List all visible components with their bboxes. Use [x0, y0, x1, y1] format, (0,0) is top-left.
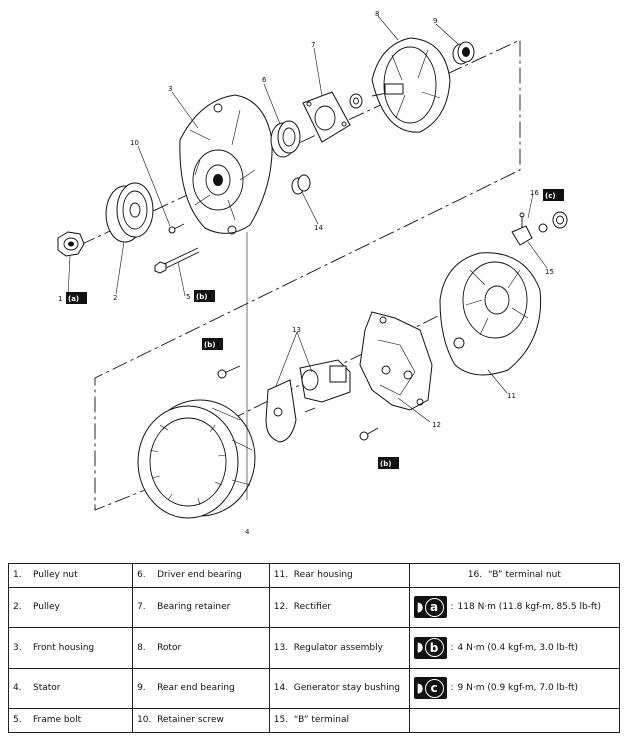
- torque-spec-c: ◗c:9 N·m (0.9 kgf-m, 7.0 lb-ft): [408, 667, 621, 710]
- legend-cell: 3.Front housing: [7, 627, 134, 669]
- parts-legend-table: 1.Pulley nut 6.Driver end bearing 11.Rea…: [7, 563, 621, 733]
- torque-tag-b-frame-bolt: (b): [194, 290, 215, 302]
- callout-9: 9: [433, 17, 437, 25]
- rectifier: [359, 311, 433, 411]
- legend-cell: 1.Pulley nut: [7, 563, 134, 588]
- legend-row: 1.Pulley nut 6.Driver end bearing 11.Rea…: [7, 563, 621, 588]
- callout-2: 2: [113, 294, 117, 302]
- generator-stay-bushing: [291, 174, 311, 195]
- svg-text:(b): (b): [204, 341, 215, 349]
- driver-end-bearing: [270, 120, 301, 158]
- legend-row: 3.Front housing 8.Rotor 13.Regulator ass…: [7, 627, 621, 669]
- legend-cell: 11.Rear housing: [268, 563, 410, 588]
- rotor: [371, 37, 451, 133]
- callout-16: 16: [530, 189, 539, 197]
- callout-7: 7: [311, 41, 315, 49]
- callout-12: 12: [432, 421, 441, 429]
- legend-cell: 5.Frame bolt: [7, 708, 134, 733]
- assembly-axis-line: [79, 39, 521, 511]
- legend-row: 4.Stator 9.Rear end bearing 14.Generator…: [7, 667, 621, 710]
- torque-tag-b-regulator-screw: (b): [202, 338, 223, 350]
- torque-tag-a: (a): [66, 292, 87, 304]
- torque-spec-b: ◗b:4 N·m (0.4 kgf-m, 3.0 lb-ft): [408, 627, 621, 669]
- legend-cell: 6.Driver end bearing: [132, 563, 270, 588]
- callout-6: 6: [262, 76, 267, 84]
- callout-8: 8: [375, 10, 379, 18]
- torque-tag-c: (c): [543, 189, 564, 201]
- bearing-retainer: [302, 91, 351, 143]
- legend-row: 2.Pulley 7.Bearing retainer 12.Rectifier…: [7, 586, 621, 629]
- torque-spec-a: ◗a:118 N·m (11.8 kgf-m, 85.5 lb-ft): [408, 586, 621, 629]
- legend-cell: 10.Retainer screw: [132, 708, 270, 733]
- exploded-view-diagram: 1 2 3 4 5 6 7 8 9 10 11 12 13 14 15 16 (…: [57, 10, 568, 536]
- retainer-screw: [168, 223, 185, 234]
- legend-cell: 14.Generator stay bushing: [268, 667, 410, 710]
- callout-4: 4: [245, 528, 250, 536]
- rear-housing: [439, 252, 542, 376]
- legend-cell: 15.“B” terminal: [268, 708, 410, 733]
- leader-lines: [67, 15, 548, 500]
- front-housing: [179, 94, 273, 235]
- svg-text:(c): (c): [545, 192, 556, 200]
- legend-cell: 4.Stator: [7, 667, 134, 710]
- pulley-nut: [57, 231, 85, 257]
- svg-text:(b): (b): [196, 293, 207, 301]
- wrench-icon: ◗b: [413, 636, 447, 659]
- legend-cell: 8.Rotor: [132, 627, 270, 669]
- callout-15: 15: [545, 268, 554, 276]
- regulator-screw-upper: [217, 365, 241, 379]
- rectifier-screw: [359, 427, 379, 441]
- legend-cell: 16. “B” terminal nut: [408, 563, 621, 588]
- legend-cell: 2.Pulley: [7, 586, 134, 629]
- legend-row: 5.Frame bolt 10.Retainer screw 15.“B” te…: [7, 708, 621, 733]
- pulley: [105, 182, 154, 243]
- legend-cell-empty: [408, 708, 621, 733]
- callout-14: 14: [314, 224, 323, 232]
- frame-bolt: [154, 247, 200, 274]
- legend-cell: 13.Regulator assembly: [268, 627, 410, 669]
- callout-10: 10: [130, 139, 139, 147]
- b-terminal: [511, 212, 533, 246]
- torque-tag-b-rectifier-screw: (b): [378, 457, 399, 469]
- wrench-icon: ◗a: [413, 596, 447, 619]
- b-terminal-nut: [538, 211, 568, 233]
- legend-cell: 7.Bearing retainer: [132, 586, 270, 629]
- rotor-collar: [349, 93, 363, 109]
- callout-5: 5: [186, 293, 190, 301]
- legend-cell: 12.Rectifier: [268, 586, 410, 629]
- callout-13: 13: [292, 326, 301, 334]
- regulator-assembly: [265, 359, 351, 443]
- wrench-icon: ◗c: [413, 677, 447, 700]
- legend-cell: 9.Rear end bearing: [132, 667, 270, 710]
- callout-1: 1: [58, 295, 62, 303]
- stator: [137, 399, 256, 519]
- svg-text:(a): (a): [68, 295, 79, 303]
- assembly-axis-lower: [229, 299, 471, 421]
- rear-end-bearing: [452, 41, 475, 65]
- callout-11: 11: [507, 392, 516, 400]
- svg-text:(b): (b): [380, 460, 391, 468]
- callout-3: 3: [168, 85, 172, 93]
